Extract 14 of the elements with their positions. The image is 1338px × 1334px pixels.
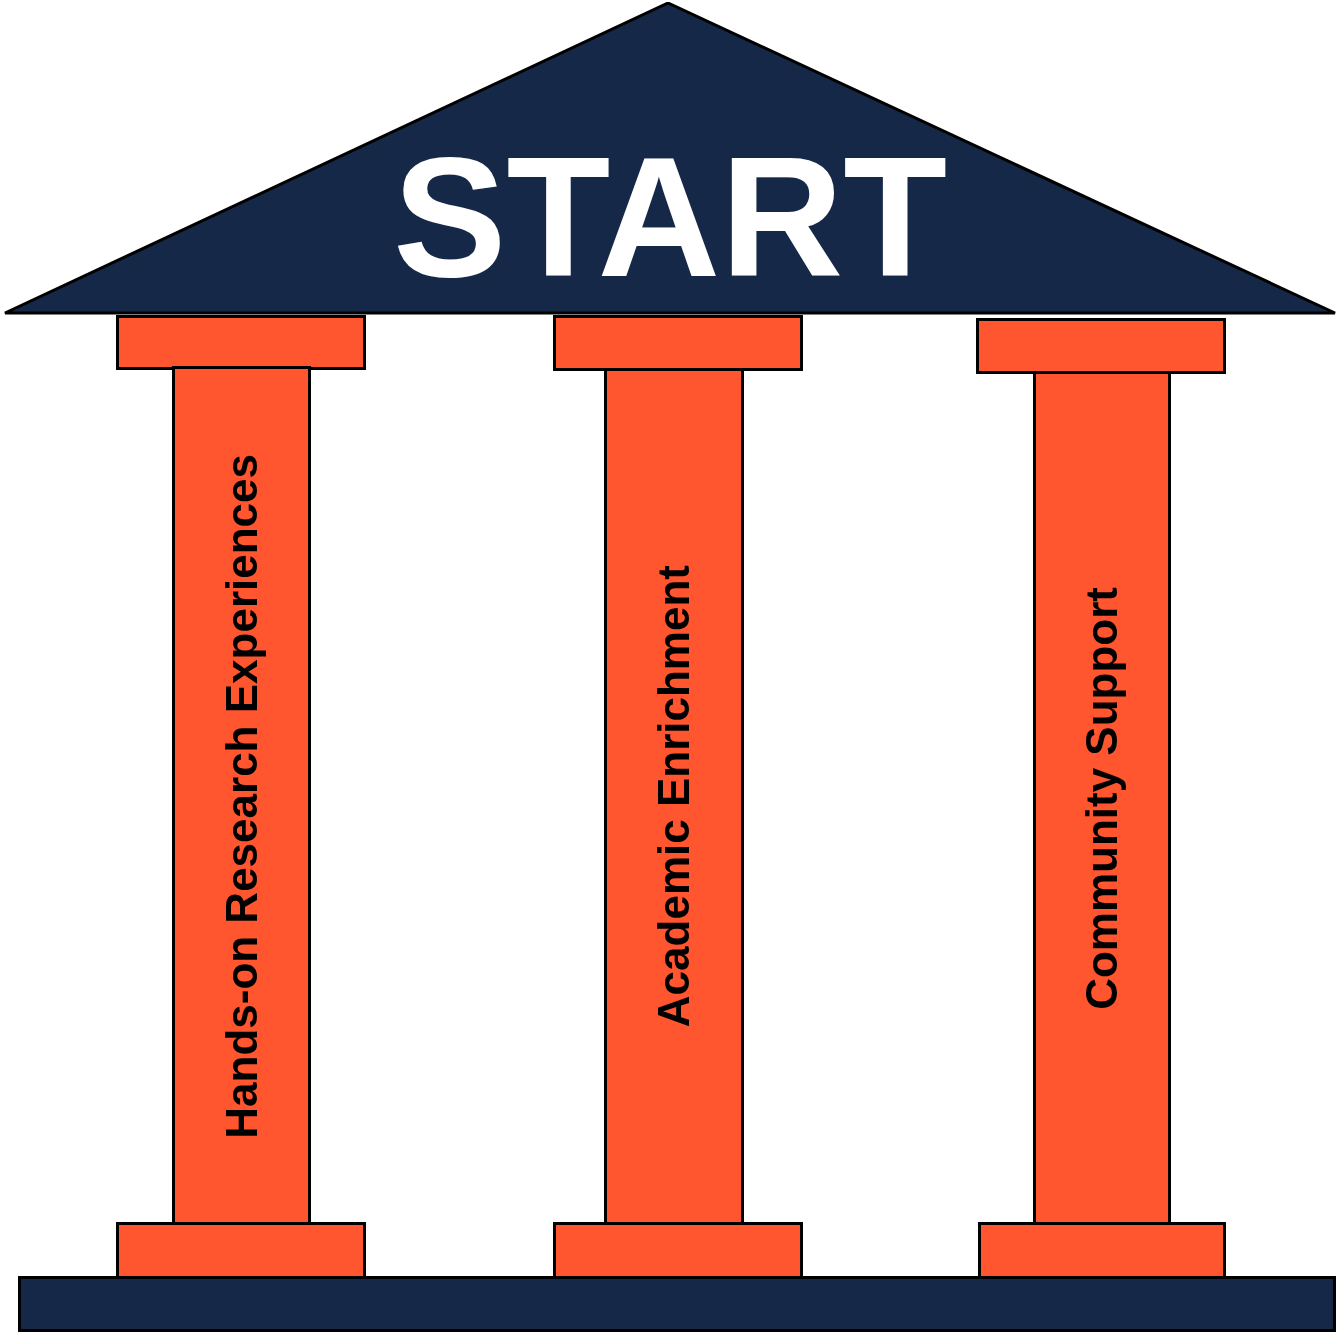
column-capital — [976, 318, 1226, 374]
pillar-label: Hands-on Research Experiences — [216, 453, 267, 1139]
column-capital — [116, 315, 366, 370]
roof-triangle — [3, 2, 1337, 315]
pillar-column — [604, 368, 744, 1225]
pillar-label: Academic Enrichment — [649, 565, 699, 1028]
roof-title: START — [393, 122, 947, 312]
foundation-slab — [18, 1276, 1336, 1332]
column-capital — [553, 315, 803, 371]
column-base — [553, 1222, 803, 1279]
column-base — [116, 1222, 366, 1279]
column-base — [978, 1222, 1226, 1279]
pillar-label: Community Support — [1077, 586, 1127, 1010]
pillar-column — [1033, 371, 1171, 1225]
